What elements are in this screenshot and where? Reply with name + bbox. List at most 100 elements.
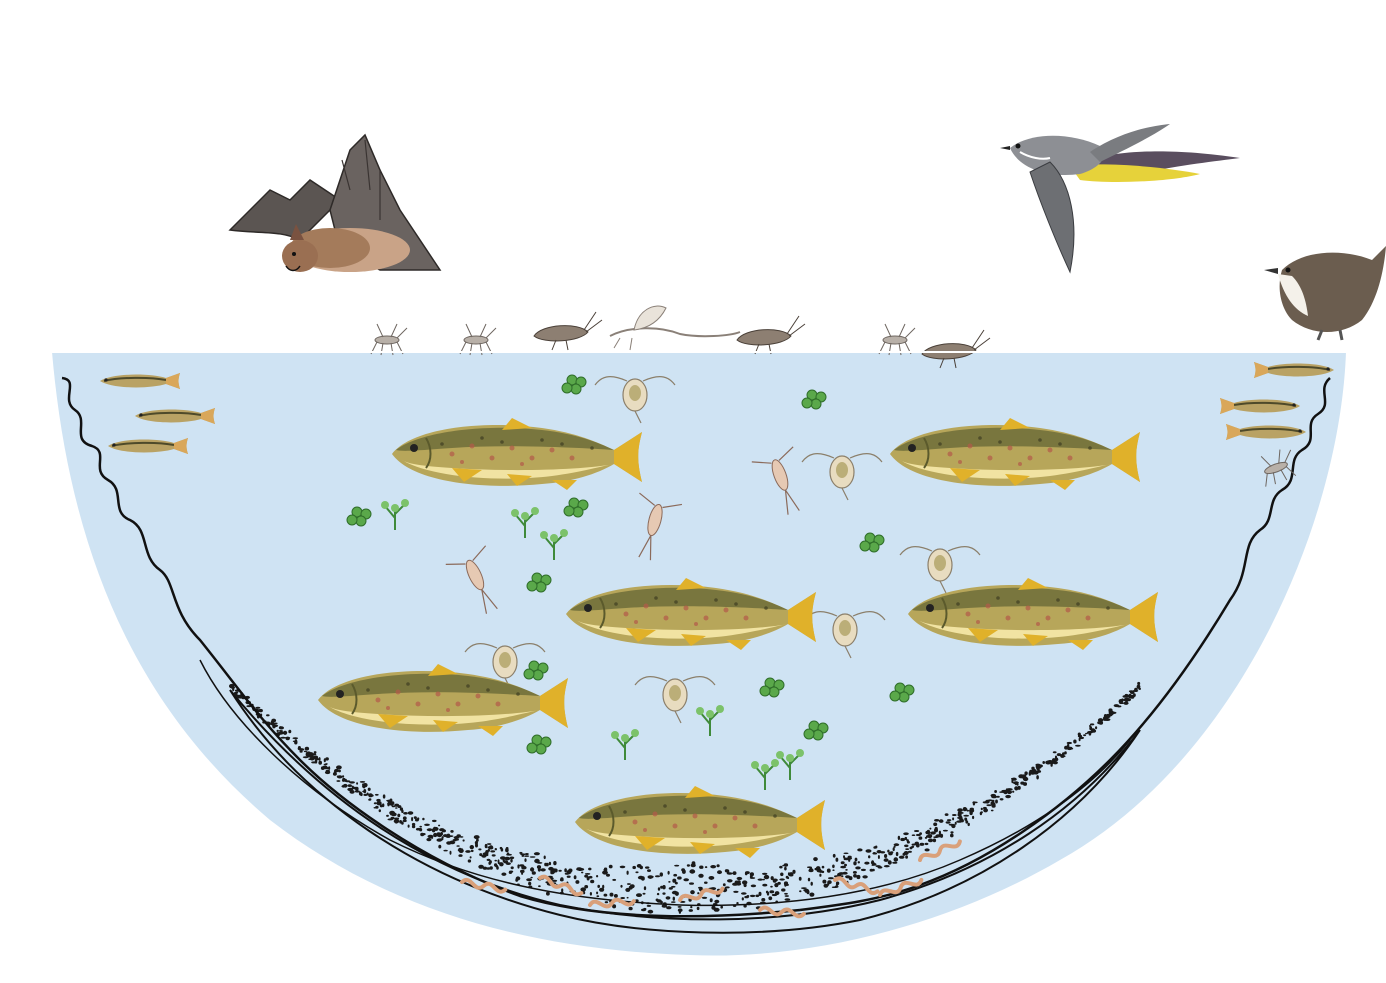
sediment-particle <box>550 871 554 874</box>
sediment-particle <box>704 882 708 884</box>
sediment-particle <box>432 820 437 822</box>
sediment-particle <box>779 878 785 880</box>
sediment-particle <box>780 873 783 877</box>
sediment-particle <box>1073 740 1076 744</box>
sediment-particle <box>446 841 451 844</box>
sediment-particle <box>530 867 534 871</box>
sediment-particle <box>478 848 481 850</box>
sediment-particle <box>969 811 972 815</box>
sediment-particle <box>538 885 541 887</box>
sediment-particle <box>500 856 506 859</box>
midge <box>371 324 407 355</box>
sediment-particle <box>947 819 951 821</box>
sediment-particle <box>714 900 719 904</box>
sediment-particle <box>590 880 594 884</box>
sediment-particle <box>733 891 738 893</box>
sediment-particle <box>259 709 263 712</box>
sediment-particle <box>470 856 472 858</box>
sediment-particle <box>681 868 685 871</box>
sediment-particle <box>808 878 810 882</box>
sediment-particle <box>868 855 870 858</box>
sediment-particle <box>666 896 671 899</box>
sediment-particle <box>424 824 430 826</box>
sediment-particle <box>369 794 374 797</box>
sediment-particle <box>1067 742 1072 744</box>
sediment-particle <box>471 850 474 852</box>
sediment-particle <box>939 831 941 835</box>
sediment-particle <box>338 770 341 773</box>
sediment-particle <box>822 866 825 869</box>
sediment-particle <box>325 767 329 769</box>
sediment-particle <box>319 757 321 761</box>
sediment-particle <box>585 873 590 875</box>
sediment-particle <box>689 869 695 873</box>
sediment-particle <box>705 866 707 868</box>
sediment-particle <box>644 886 646 890</box>
sediment-particle <box>602 871 608 875</box>
sediment-particle <box>538 868 541 872</box>
sediment-particle <box>853 861 856 865</box>
sediment-particle <box>487 843 491 845</box>
sediment-particle <box>925 831 930 835</box>
sediment-particle <box>711 906 715 910</box>
sediment-particle <box>1005 795 1011 798</box>
sediment-particle <box>474 835 480 839</box>
sediment-particle <box>368 788 371 791</box>
sediment-particle <box>387 804 389 806</box>
sediment-particle <box>574 875 577 879</box>
sediment-particle <box>832 865 835 869</box>
sediment-particle <box>294 740 297 744</box>
sediment-particle <box>454 836 460 839</box>
sediment-particle <box>742 880 747 884</box>
sediment-particle <box>596 892 598 895</box>
sediment-particle <box>564 868 567 872</box>
caddisfly <box>534 312 602 350</box>
sediment-particle <box>960 819 963 821</box>
sediment-particle <box>412 825 415 828</box>
sediment-particle <box>534 859 540 863</box>
sediment-particle <box>1036 775 1039 779</box>
sediment-particle <box>1061 755 1066 757</box>
sediment-particle <box>288 730 291 734</box>
sediment-particle <box>498 859 500 863</box>
sediment-particle <box>367 793 369 796</box>
sediment-particle <box>848 859 850 862</box>
sediment-particle <box>326 770 330 773</box>
sediment-particle <box>878 855 880 859</box>
sediment-particle <box>871 860 874 864</box>
sediment-particle <box>438 825 440 827</box>
sediment-particle <box>770 886 773 888</box>
sediment-particle <box>828 877 834 879</box>
sediment-particle <box>833 854 836 858</box>
sediment-particle <box>1108 708 1112 712</box>
sediment-particle <box>884 858 889 862</box>
sediment-particle <box>1006 788 1008 791</box>
sediment-particle <box>524 855 529 857</box>
sediment-particle <box>781 888 785 891</box>
sediment-particle <box>945 813 949 816</box>
sediment-particle <box>313 756 318 758</box>
sediment-particle <box>324 758 326 762</box>
midge <box>879 324 915 355</box>
sediment-particle <box>841 861 845 864</box>
sediment-particle <box>549 862 551 866</box>
sediment-particle <box>873 847 875 849</box>
sediment-particle <box>1067 749 1071 751</box>
sediment-particle <box>861 869 866 871</box>
sediment-particle <box>873 852 876 854</box>
sediment-particle <box>519 864 524 866</box>
sediment-particle <box>836 858 839 862</box>
sediment-particle <box>958 812 964 814</box>
sediment-particle <box>1089 726 1092 730</box>
sediment-particle <box>1090 723 1094 725</box>
caddisfly <box>737 316 805 354</box>
sediment-particle <box>1064 746 1068 750</box>
sediment-particle <box>446 836 450 838</box>
sediment-particle <box>849 876 853 880</box>
sediment-particle <box>1133 693 1136 697</box>
sediment-particle <box>698 887 703 889</box>
sediment-particle <box>1099 721 1103 725</box>
sediment-particle <box>710 865 716 868</box>
sediment-particle <box>669 887 673 890</box>
sediment-particle <box>1009 791 1012 794</box>
